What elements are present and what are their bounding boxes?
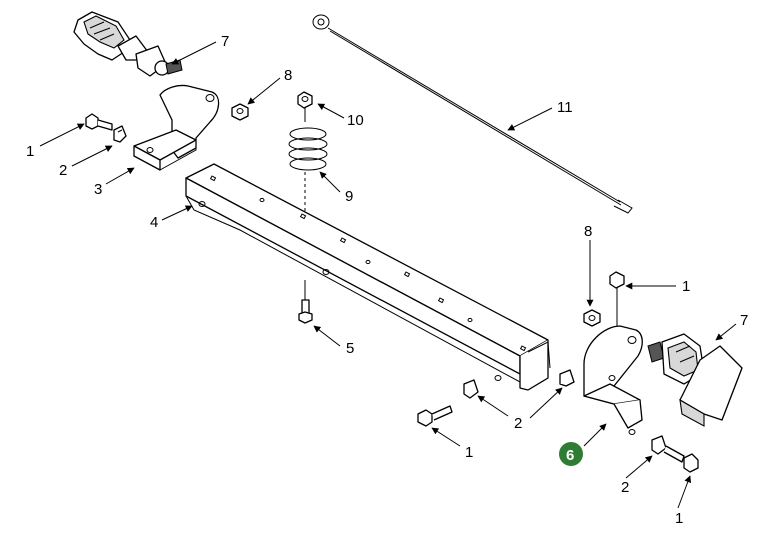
- callout-11: 11: [557, 99, 573, 116]
- bolt-part-1-right: [609, 271, 625, 330]
- callout-6: 6: [566, 447, 574, 464]
- bolt-part-10: [297, 91, 313, 122]
- callout-2-mid: 2: [514, 415, 522, 432]
- callout-7-top: 7: [221, 33, 229, 50]
- bracket-part-3: [133, 84, 220, 171]
- bolt-part-1-top: [85, 113, 113, 131]
- clip-part-2-mid-left: [463, 379, 479, 399]
- bolt-part-1-bottom: [663, 445, 699, 473]
- callout-1-right: 1: [682, 278, 690, 295]
- callout-8-right: 8: [584, 223, 592, 240]
- rail-part-4: [185, 163, 551, 391]
- rod-part-11: [312, 14, 633, 214]
- nut-part-8-top: [231, 103, 249, 121]
- bolt-part-1-mid: [417, 405, 453, 427]
- bolt-part-5: [298, 280, 313, 324]
- leader-lines: [39, 41, 737, 509]
- callout-4: 4: [150, 214, 158, 231]
- callout-2-top: 2: [59, 162, 67, 179]
- callout-1-mid: 1: [465, 444, 473, 461]
- callout-5: 5: [346, 340, 354, 357]
- callout-3: 3: [94, 181, 102, 198]
- callout-10: 10: [347, 112, 364, 129]
- callout-8-top: 8: [284, 67, 292, 84]
- clip-part-2-bottom: [651, 435, 667, 455]
- callout-6-badge[interactable]: 6: [559, 442, 583, 466]
- callout-9: 9: [345, 188, 353, 205]
- clip-part-2-mid-right: [559, 369, 575, 387]
- callout-7-right: 7: [740, 312, 748, 329]
- clip-part-2-top: [113, 125, 127, 143]
- handle-part-7-right: [647, 333, 743, 427]
- nut-part-8-right: [583, 309, 601, 327]
- spring-part-9: [288, 127, 328, 218]
- callout-2-bottom: 2: [621, 479, 629, 496]
- callout-1-bottom: 1: [675, 510, 683, 527]
- handle-part-7-top: [73, 11, 183, 77]
- callout-1-top: 1: [26, 143, 34, 160]
- bracket-part-6: [583, 325, 643, 435]
